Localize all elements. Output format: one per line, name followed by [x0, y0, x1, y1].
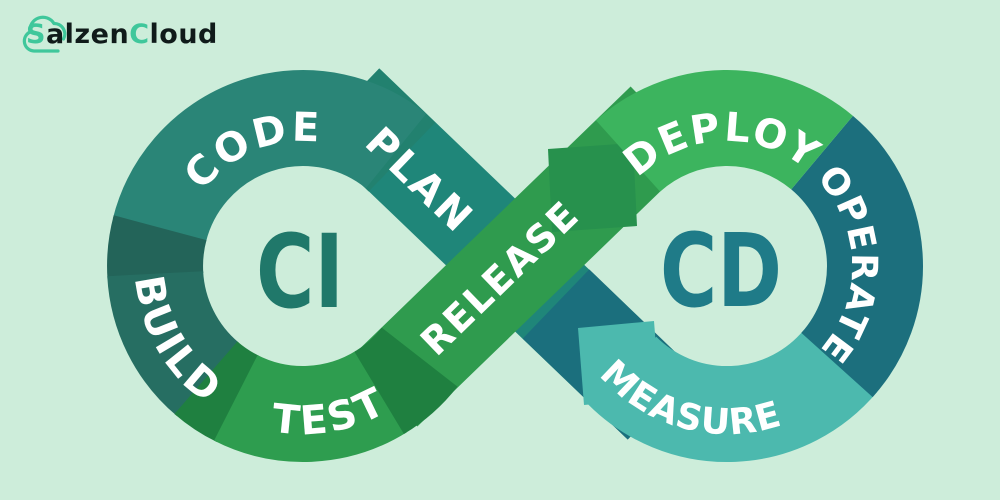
ci-label: CI — [256, 213, 344, 332]
segment-code-arc — [112, 70, 427, 244]
cd-label: CD — [660, 212, 782, 331]
code-build-shadow-wedge — [107, 215, 207, 280]
brand-name-alzen: alzen — [45, 19, 130, 50]
brand-name-c: C — [129, 19, 150, 50]
segment-build-arc — [107, 269, 240, 417]
segment-operate-arc — [790, 115, 923, 398]
brand-logo: SalzenCloud — [12, 9, 217, 57]
segment-test-arc — [214, 350, 407, 462]
brand-name-loud: loud — [149, 19, 218, 50]
brand-name-s: S — [26, 19, 46, 50]
release-fold-patch — [548, 143, 637, 232]
cloud-icon — [22, 15, 67, 53]
segment-deploy-arc — [595, 70, 853, 193]
segment-measure-arc — [588, 329, 878, 463]
brand-name: SalzenCloud — [26, 19, 218, 50]
test-release-shadow-wedge — [353, 326, 458, 435]
